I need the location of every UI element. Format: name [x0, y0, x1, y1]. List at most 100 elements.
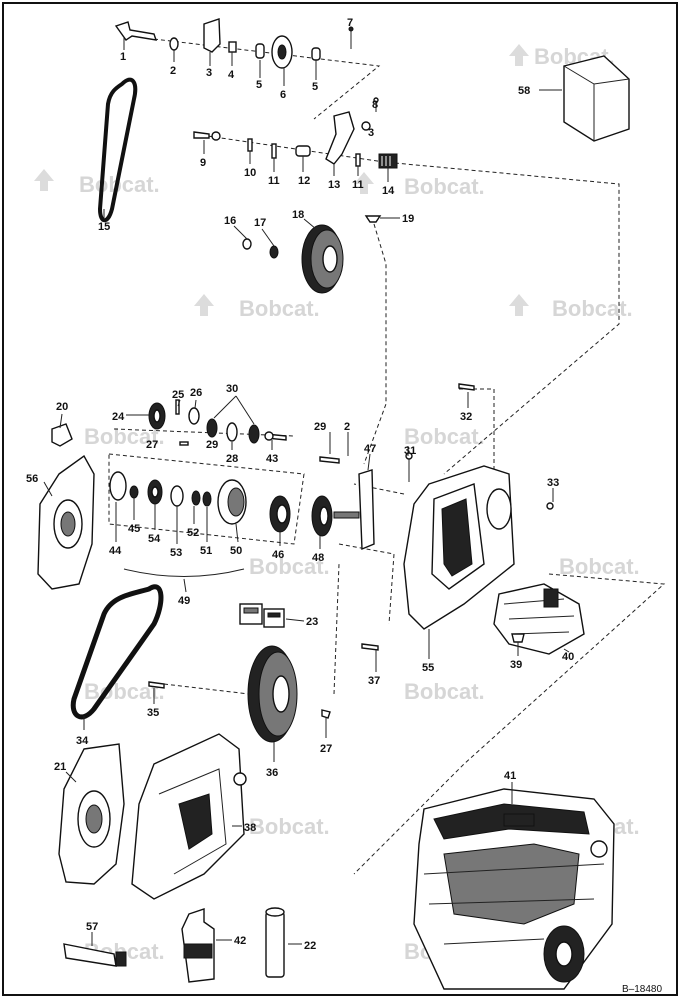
callout-3b: 3: [368, 127, 374, 139]
part-46-gear: [269, 495, 291, 533]
part-5-spacer-b: [311, 47, 321, 61]
part-21-cover: [58, 743, 125, 885]
watermark-logo-icon: [354, 172, 374, 194]
part-20-bracket: [51, 423, 73, 447]
callout-37: 37: [368, 675, 380, 687]
callout-8: 8: [372, 99, 378, 111]
callout-4: 4: [228, 69, 235, 81]
callout-16: 16: [224, 215, 236, 227]
callout-13: 13: [328, 179, 340, 191]
callout-36: 36: [266, 767, 278, 779]
part-37-bolt: [361, 643, 379, 651]
part-26-washer: [188, 407, 200, 425]
part-33-bolt: [546, 502, 554, 510]
part-44-ring: [109, 471, 127, 501]
part-3-bracket: [203, 18, 221, 53]
part-19-bolt: [364, 215, 382, 223]
part-34-belt: [70, 584, 164, 720]
part-11-pin-b: [355, 153, 361, 167]
part-6-pulley: [271, 35, 293, 69]
callout-27: 27: [146, 439, 158, 451]
part-24-seal: [148, 402, 166, 430]
callout-5: 5: [256, 79, 262, 91]
callout-23: 23: [306, 616, 318, 628]
callout-47: 47: [364, 443, 376, 455]
watermark-text: Bobcat.: [239, 296, 320, 321]
callout-57: 57: [86, 921, 98, 933]
watermark-logo-icon: [509, 294, 529, 316]
callout-41: 41: [504, 770, 516, 782]
callout-9: 9: [200, 157, 206, 169]
callout-38: 38: [244, 822, 256, 834]
callout-2b: 2: [344, 421, 350, 433]
callout-19: 19: [402, 213, 414, 225]
callout-42: 42: [234, 935, 246, 947]
part-11-pin: [271, 143, 277, 159]
callout-10: 10: [244, 167, 256, 179]
callout-54: 54: [148, 533, 161, 545]
callout-45: 45: [128, 523, 140, 535]
callout-30: 30: [226, 383, 238, 395]
callout-24: 24: [112, 411, 125, 423]
part-15-belt: [97, 77, 138, 223]
callout-58: 58: [518, 85, 530, 97]
callout-25: 25: [172, 389, 184, 401]
callout-20: 20: [56, 401, 68, 413]
part-10-pin: [247, 138, 253, 152]
part-3-washer-b: [361, 121, 371, 131]
callout-28: 28: [226, 453, 238, 465]
part-50-gear: [217, 479, 247, 525]
part-13-lever: [325, 111, 355, 165]
part-18-gear: [301, 224, 344, 294]
part-48-gear: [311, 495, 333, 537]
part-41-engine: [413, 788, 615, 990]
callout-44: 44: [109, 545, 122, 557]
watermark-text: Bobcat.: [404, 424, 485, 449]
callout-labels: 1 2 3 4 5 6 5 7 8 3 9 10 11 12 13 11 14 …: [26, 17, 574, 952]
callout-40: 40: [562, 651, 574, 663]
watermark-text: Bobcat.: [249, 814, 330, 839]
part-35-bolt: [148, 681, 165, 689]
part-27-bolt: [321, 709, 331, 719]
part-22-cylinder: [265, 907, 285, 978]
part-4-nut: [228, 41, 237, 53]
part-29-bearing-b: [248, 424, 260, 444]
callout-26: 26: [190, 387, 202, 399]
callout-17: 17: [254, 217, 266, 229]
watermark-text: Bobcat.: [84, 424, 165, 449]
part-14-sensor: [378, 153, 398, 169]
part-8-clip: [373, 97, 379, 112]
callout-31: 31: [404, 445, 416, 457]
part-51-nut: [202, 491, 212, 507]
callout-56: 56: [26, 473, 38, 485]
part-42-sealant-bottle: [181, 908, 215, 983]
watermark-text: Bobcat.: [552, 296, 633, 321]
part-1-dipstick: [114, 21, 158, 41]
callout-14: 14: [382, 185, 395, 197]
leader-lines: [43, 38, 570, 946]
part-40-starter-motor: [493, 583, 585, 655]
part-25-pin: [175, 399, 180, 415]
callout-3: 3: [206, 67, 212, 79]
watermark-text: Bobcat.: [559, 554, 640, 579]
callout-21: 21: [54, 761, 66, 773]
callout-34: 34: [76, 735, 89, 747]
callout-33: 33: [547, 477, 559, 489]
part-38-gear-housing: [131, 733, 247, 900]
part-39-bolt: [511, 633, 525, 643]
part-2-washer: [169, 37, 179, 51]
part-47-idler-shaft: [333, 469, 375, 551]
callout-48: 48: [312, 552, 324, 564]
part-27-pin: [179, 441, 189, 446]
callout-55: 55: [422, 662, 434, 674]
callout-52: 52: [187, 527, 199, 539]
callout-22: 22: [304, 940, 316, 952]
callout-32: 32: [460, 411, 472, 423]
part-55-gear-case: [403, 465, 515, 630]
part-5-spacer: [255, 43, 265, 59]
callout-11: 11: [268, 175, 280, 187]
part-26-bolt: [319, 456, 340, 464]
part-17-nut: [269, 245, 279, 259]
assembly-lines: [108, 38, 666, 875]
